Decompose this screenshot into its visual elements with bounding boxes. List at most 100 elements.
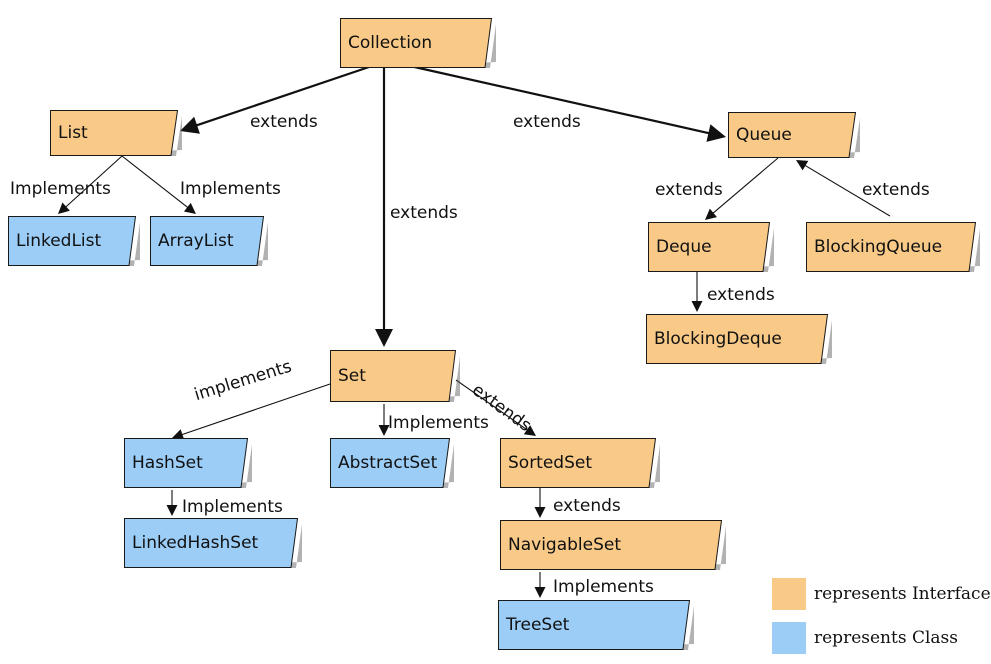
node-navigableset: NavigableSet [500, 520, 726, 570]
node-deque: Deque [648, 222, 774, 272]
edge-line [180, 383, 331, 436]
node-arraylist: ArrayList [150, 216, 268, 266]
node-label: List [58, 123, 88, 143]
node-label: BlockingQueue [814, 237, 943, 257]
node-shape [50, 110, 182, 156]
node-blockingdeque: BlockingDeque [646, 314, 832, 364]
edge-line [121, 155, 189, 209]
edge-line [455, 379, 529, 432]
node-shape [340, 18, 496, 68]
edge-label-queue-deque: extends [655, 180, 723, 200]
edge-label-collection-list: extends [250, 112, 318, 132]
node-label: HashSet [132, 453, 203, 473]
node-label: BlockingDeque [654, 329, 782, 349]
node-box [728, 112, 857, 158]
node-list: List [50, 110, 182, 156]
edge-line [194, 64, 373, 128]
edge-arrowhead [378, 425, 390, 436]
edge-arrowhead [375, 329, 393, 347]
edge-label-blockingqueue-queue: extends [862, 180, 930, 200]
edge-label-list-linkedlist: Implements [10, 179, 111, 199]
node-blockingqueue: BlockingQueue [806, 222, 980, 272]
edge-line [803, 164, 891, 217]
node-shape [728, 112, 860, 158]
node-label: NavigableSet [508, 535, 622, 555]
node-box [124, 518, 299, 568]
node-shape [500, 438, 660, 488]
edge-line [64, 155, 123, 209]
node-shape [646, 314, 832, 364]
legend-interface-label: represents Interface [814, 584, 991, 604]
node-box [646, 314, 829, 364]
node-sortedset: SortedSet [500, 438, 660, 488]
edge-arrowhead [166, 505, 178, 516]
edge-label-set-abstractset: Implements [388, 413, 489, 433]
node-box [124, 438, 249, 488]
node-box [498, 600, 691, 650]
node-shape [124, 518, 302, 568]
node-label: SortedSet [508, 453, 593, 473]
node-label: LinkedList [16, 231, 102, 251]
node-box [500, 520, 723, 570]
node-box [806, 222, 977, 272]
node-box [648, 222, 771, 272]
node-queue: Queue [728, 112, 860, 158]
edge-line [409, 64, 712, 135]
edge-arrowhead [691, 301, 703, 312]
node-linkedhashset: LinkedHashSet [124, 518, 302, 568]
node-abstractset: AbstractSet [330, 438, 454, 488]
edge-arrowhead [58, 202, 70, 214]
node-box [330, 438, 451, 488]
node-shape [330, 438, 454, 488]
edge-label-navigableset-treeset: Implements [553, 577, 654, 597]
edge-label-collection-queue: extends [513, 112, 581, 132]
node-shape [500, 520, 726, 570]
node-label: AbstractSet [338, 453, 438, 473]
node-box [330, 350, 457, 402]
edge-arrowhead [180, 116, 200, 134]
node-box [50, 110, 179, 156]
node-shape [806, 222, 980, 272]
edge-label-collection-set: extends [390, 203, 458, 223]
node-shape [124, 438, 252, 488]
node-set: Set [330, 350, 460, 402]
edge-arrowhead [705, 208, 717, 220]
node-label: Set [338, 366, 366, 386]
node-label: LinkedHashSet [132, 533, 259, 553]
edge-label-hashset-linkedhashset: Implements [182, 497, 283, 517]
node-treeset: TreeSet [498, 600, 694, 650]
edge-arrowhead [523, 425, 536, 436]
legend-class-label: represents Class [814, 628, 958, 648]
edge-arrowhead [172, 429, 185, 440]
node-box [8, 216, 137, 266]
node-box [500, 438, 657, 488]
edge-arrowhead [534, 507, 546, 518]
node-label: Queue [736, 125, 792, 145]
node-shape [8, 216, 140, 266]
edge-line [711, 157, 779, 215]
node-shape [648, 222, 774, 272]
edge-arrowhead [796, 160, 809, 171]
node-label: Collection [348, 33, 433, 53]
edge-label-list-arraylist: Implements [180, 179, 281, 199]
node-collection: Collection [340, 18, 496, 68]
node-shape [498, 600, 694, 650]
node-hashset: HashSet [124, 438, 252, 488]
edge-arrowhead [534, 587, 546, 598]
node-label: TreeSet [506, 615, 570, 635]
node-shape [330, 350, 460, 402]
legend-class-swatch [772, 622, 806, 654]
node-shape [150, 216, 268, 266]
node-linkedlist: LinkedList [8, 216, 140, 266]
node-box [150, 216, 265, 266]
edge-arrowhead [183, 202, 196, 214]
node-label: ArrayList [158, 231, 234, 251]
node-label: Deque [656, 237, 712, 257]
edge-arrowhead [706, 124, 726, 142]
edge-label-deque-blockingdeque: extends [707, 285, 775, 305]
edge-label-sortedset-navigableset: extends [553, 496, 621, 516]
legend-interface-swatch [772, 578, 806, 610]
node-box [340, 18, 493, 68]
